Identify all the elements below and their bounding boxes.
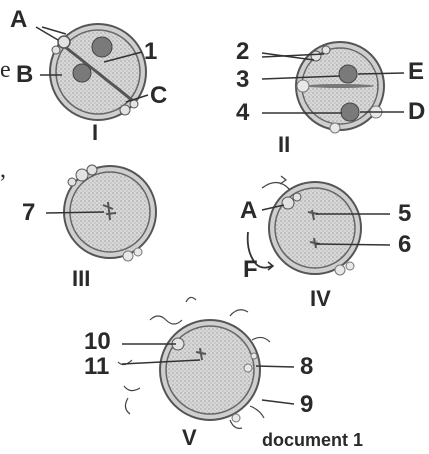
label-4-panel-2: 4 (236, 101, 249, 125)
label-5-panel-4: 5 (398, 202, 411, 226)
numeral-panel-5: V (182, 427, 197, 449)
edge-letter: e (0, 58, 11, 82)
label-2-panel-2: 2 (236, 40, 249, 64)
label-8-panel-5: 8 (300, 355, 313, 379)
label-a-panel-4: A (240, 199, 257, 223)
edge-comma: , (0, 158, 6, 182)
label-7-panel-3: 7 (22, 201, 35, 225)
label-9-panel-5: 9 (300, 393, 313, 417)
figure-caption: document 1 (262, 431, 363, 449)
label-d-panel-2: D (408, 100, 425, 124)
numeral-panel-2: II (278, 134, 290, 156)
label-1-panel-1: 1 (144, 40, 157, 64)
panel-3-leaders (46, 212, 104, 213)
label-10-panel-5: 10 (84, 330, 111, 354)
label-6-panel-4: 6 (398, 233, 411, 257)
label-c-panel-1: C (150, 84, 167, 108)
panel-1-cell (50, 24, 146, 120)
numeral-panel-3: III (72, 268, 90, 290)
label-3-panel-2: 3 (236, 68, 249, 92)
label-e-panel-2: E (408, 60, 424, 84)
numeral-panel-1: I (92, 122, 98, 144)
panel-2-cell (296, 42, 384, 133)
panel-4-cell (248, 176, 361, 275)
label-11-panel-5: 11 (84, 355, 109, 379)
label-b-panel-1: B (16, 63, 33, 87)
label-a-panel-1: A (10, 8, 27, 32)
numeral-panel-4: IV (310, 288, 331, 310)
label-f-panel-4: F (243, 258, 258, 282)
